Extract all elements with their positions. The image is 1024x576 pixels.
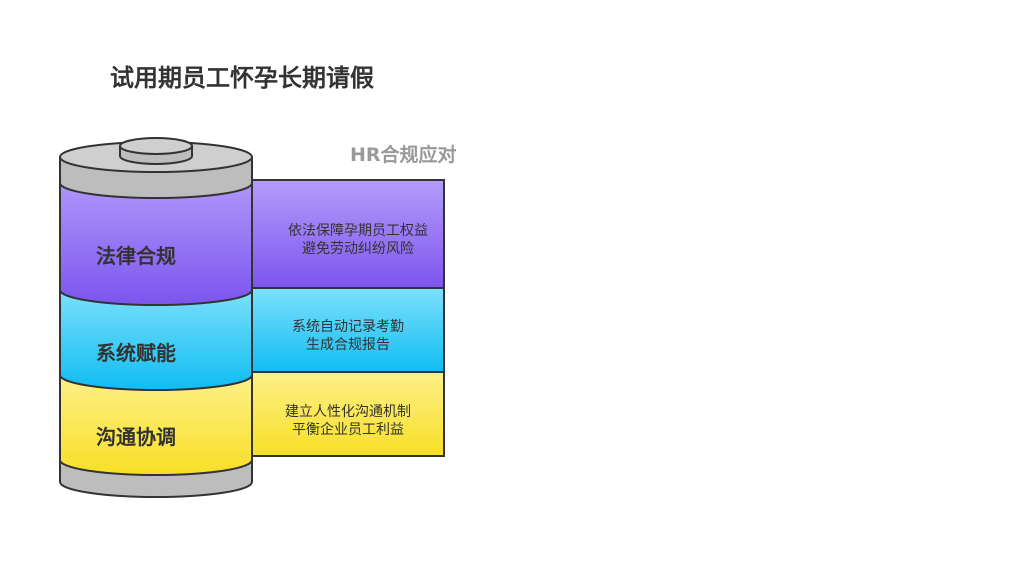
- desc-line: 建立人性化沟通机制: [285, 404, 411, 420]
- box-legal: [251, 179, 445, 289]
- section-subtitle: HR合规应对: [350, 144, 457, 166]
- battery-layer-system: [59, 287, 253, 391]
- layer-label-communication: 沟通协调: [96, 425, 176, 449]
- box-system: [251, 287, 445, 373]
- desc-line: 生成合规报告: [306, 337, 390, 353]
- layer-label-legal: 法律合规: [96, 244, 176, 268]
- desc-line: 依法保障孕期员工权益: [288, 223, 428, 239]
- desc-line: 系统自动记录考勤: [292, 319, 404, 335]
- layer-label-system: 系统赋能: [96, 341, 176, 365]
- battery-layer-legal: [59, 169, 253, 306]
- desc-line: 避免劳动纠纷风险: [302, 241, 414, 257]
- desc-legal: 依法保障孕期员工权益 避免劳动纠纷风险: [252, 222, 444, 258]
- desc-communication: 建立人性化沟通机制 平衡企业员工利益: [252, 403, 444, 439]
- desc-system: 系统自动记录考勤 生成合规报告: [252, 318, 444, 354]
- page-title: 试用期员工怀孕长期请假: [110, 64, 374, 92]
- battery-layer-communication: [59, 374, 253, 476]
- desc-line: 平衡企业员工利益: [292, 422, 404, 438]
